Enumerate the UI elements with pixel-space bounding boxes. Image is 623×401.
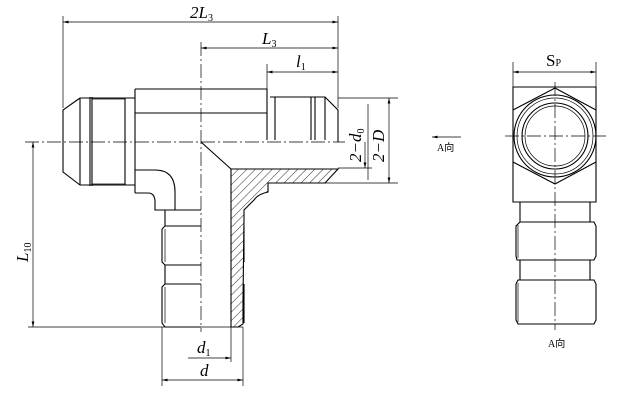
dim-l10-label: L10 (13, 243, 34, 263)
dim-l1-label: l1 (296, 52, 306, 73)
dim-d-outer-label: 2−D (369, 129, 388, 162)
view-arrow-label: A向 (437, 141, 454, 154)
dim-d-label: d (200, 361, 209, 380)
side-view-a: A向 SP A向 (432, 51, 606, 350)
dim-l3-label: L3 (261, 29, 276, 50)
dim-d0-label: 2−d0 (346, 129, 367, 162)
branch-fitting (161, 210, 245, 328)
dim-d1-label: d1 (197, 338, 211, 359)
right-fitting (270, 96, 339, 142)
dim-2l3-label: 2L3 (190, 3, 213, 24)
front-view: 2L3 L3 l1 2−d0 2−D L10 d1 d (13, 3, 398, 386)
view-label: A向 (548, 337, 565, 350)
left-fitting (62, 89, 136, 193)
dimensions (28, 16, 398, 386)
dim-sp-label: SP (546, 51, 561, 70)
section-hatch (230, 168, 340, 328)
